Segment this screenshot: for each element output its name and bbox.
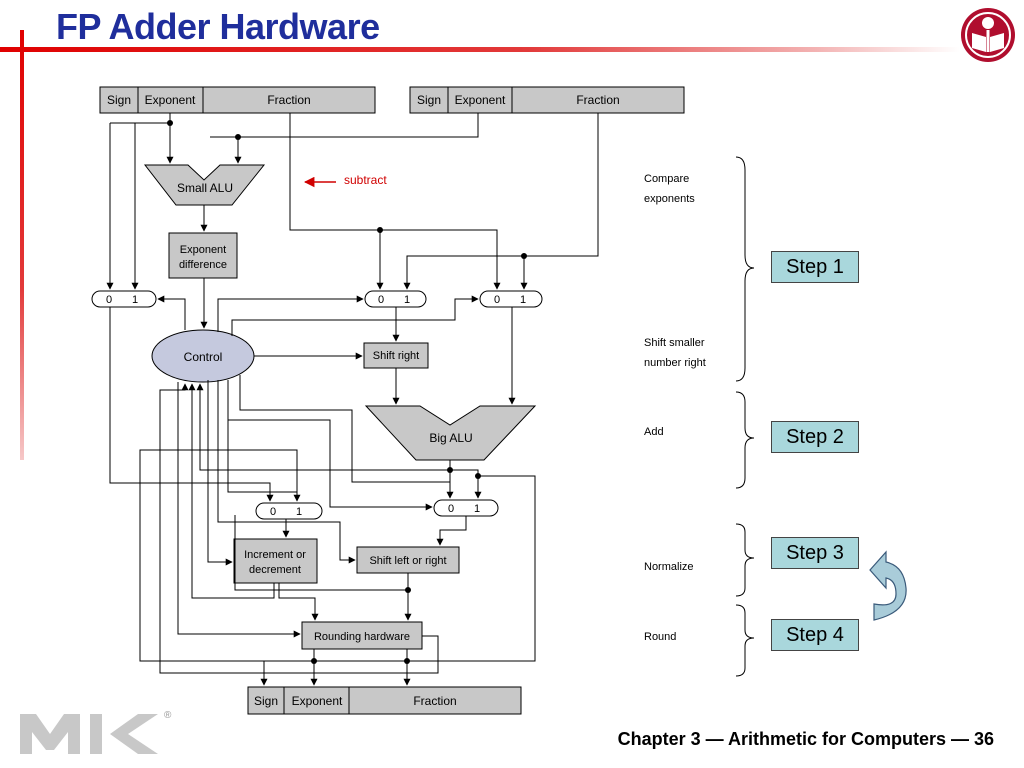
svg-text:1: 1	[132, 294, 138, 306]
svg-text:decrement: decrement	[249, 564, 301, 576]
junction-dots	[167, 120, 527, 664]
svg-text:Increment or: Increment or	[244, 549, 306, 561]
input-register-b: Sign Exponent Fraction	[409, 86, 685, 114]
brace-step3	[735, 523, 755, 597]
loop-arrow-icon	[869, 550, 907, 621]
brace-step4	[735, 604, 755, 677]
input-b-exponent-label: Exponent	[455, 93, 506, 107]
svg-text:subtract: subtract	[344, 173, 387, 187]
registered-mark: ®	[164, 710, 172, 721]
stage-normalize: Normalize	[644, 561, 694, 573]
svg-text:1: 1	[296, 506, 302, 518]
stage-shift-line2: number right	[644, 357, 706, 369]
step-2-box: Step 2	[771, 421, 859, 453]
mk-publisher-logo: ®	[20, 710, 172, 754]
increment-decrement-box: Increment or decrement	[233, 538, 318, 584]
svg-text:0: 0	[106, 294, 112, 306]
stage-compare-line2: exponents	[644, 193, 695, 205]
title-rule	[0, 47, 960, 52]
input-a-exponent-label: Exponent	[145, 93, 196, 107]
stage-labels: Compare exponents Shift smaller number r…	[644, 173, 706, 643]
output-exponent-label: Exponent	[292, 694, 343, 708]
input-b-sign-label: Sign	[417, 93, 441, 107]
mux-shift-input: 0 1	[364, 290, 427, 308]
wires	[106, 113, 599, 686]
mux-exponent: 0 1	[91, 290, 157, 308]
input-a-fraction-label: Fraction	[267, 93, 310, 107]
svg-text:Control: Control	[184, 350, 223, 364]
big-alu: Big ALU	[364, 405, 537, 461]
input-b-fraction-label: Fraction	[576, 93, 619, 107]
svg-text:difference: difference	[179, 259, 227, 271]
svg-text:0: 0	[378, 294, 384, 306]
mux-exponent-normalize: 0 1	[255, 502, 323, 520]
exponent-difference-box: Exponent difference	[168, 232, 238, 279]
svg-text:Shift right: Shift right	[373, 350, 419, 362]
brace-step1	[735, 156, 755, 382]
svg-text:1: 1	[520, 294, 526, 306]
mux-add-input: 0 1	[479, 290, 543, 308]
svg-text:Shift left or right: Shift left or right	[369, 555, 446, 567]
stage-add: Add	[644, 426, 664, 438]
svg-text:1: 1	[474, 503, 480, 515]
svg-text:Big ALU: Big ALU	[429, 431, 472, 445]
output-fraction-label: Fraction	[413, 694, 456, 708]
stage-round: Round	[644, 631, 676, 643]
svg-text:0: 0	[448, 503, 454, 515]
svg-text:Small ALU: Small ALU	[177, 181, 233, 195]
svg-text:Exponent: Exponent	[180, 244, 226, 256]
brace-step2	[735, 391, 755, 489]
shift-right-box: Shift right	[363, 342, 429, 369]
mux-fraction-normalize: 0 1	[433, 499, 499, 517]
input-register-a: Sign Exponent Fraction	[99, 86, 376, 114]
output-sign-label: Sign	[254, 694, 278, 708]
university-seal-icon	[961, 8, 1015, 62]
stage-shift-line1: Shift smaller	[644, 337, 705, 349]
rounding-hardware-box: Rounding hardware	[301, 621, 423, 650]
svg-text:0: 0	[270, 506, 276, 518]
subtract-annotation: subtract	[303, 173, 387, 188]
small-alu: Small ALU	[143, 164, 266, 206]
svg-text:0: 0	[494, 294, 500, 306]
shift-left-right-box: Shift left or right	[356, 546, 460, 574]
stage-compare-line1: Compare	[644, 173, 689, 185]
step-1-box: Step 1	[771, 251, 859, 283]
control-unit: Control	[151, 329, 255, 383]
svg-text:1: 1	[404, 294, 410, 306]
output-register: Sign Exponent Fraction	[247, 686, 522, 715]
step-3-box: Step 3	[771, 537, 859, 569]
input-a-sign-label: Sign	[107, 93, 131, 107]
step-4-box: Step 4	[771, 619, 859, 651]
svg-text:Rounding hardware: Rounding hardware	[314, 631, 410, 643]
left-rule	[20, 30, 24, 460]
slide-title: FP Adder Hardware	[56, 6, 380, 47]
slide-footer: Chapter 3 — Arithmetic for Computers — 3…	[617, 729, 994, 749]
